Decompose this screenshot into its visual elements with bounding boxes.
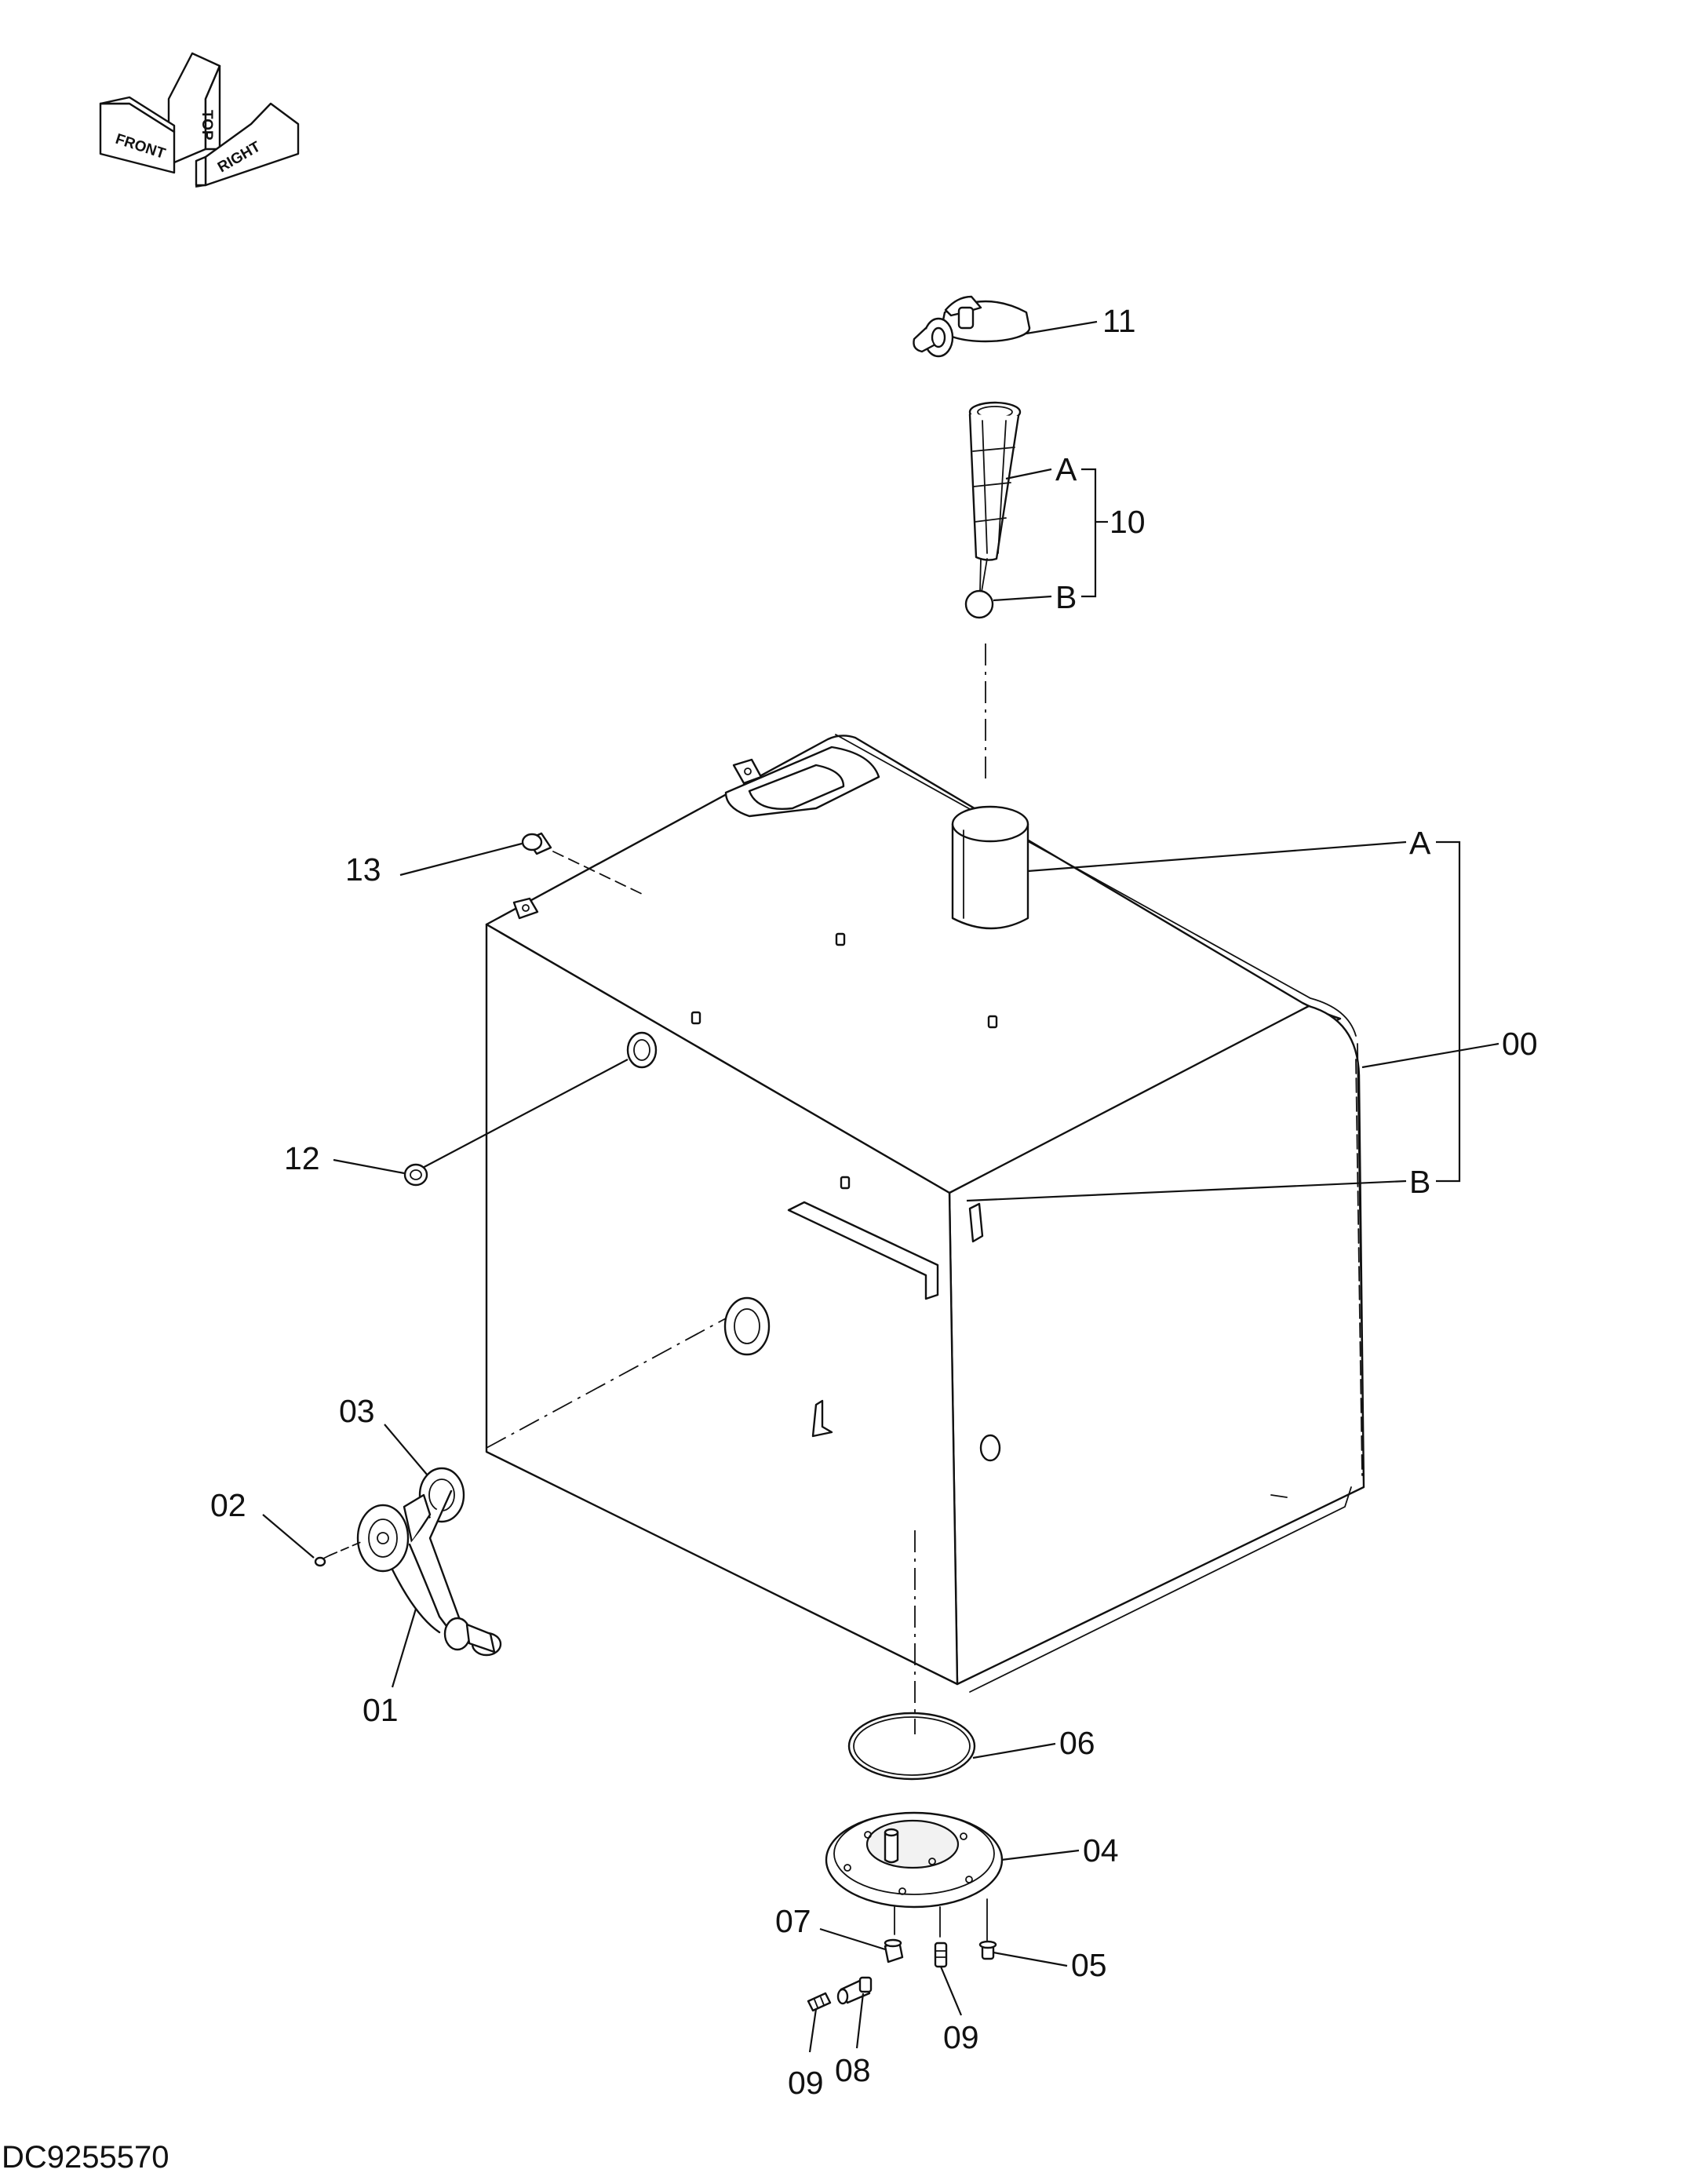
top-label: TOP [199, 110, 215, 140]
float [964, 558, 994, 619]
callout-tank-a: A [1409, 825, 1431, 861]
callout-10: 10 [1110, 504, 1146, 540]
callout-strainer-a: A [1055, 451, 1077, 487]
callout-strainer-b: B [1055, 579, 1077, 615]
plug-13 [521, 832, 552, 855]
callout-06: 06 [1059, 1725, 1095, 1761]
level-sensor [356, 1489, 502, 1657]
bolt-05 [978, 1940, 997, 1960]
adapter-09-left [807, 1992, 832, 2012]
orientation-arrows-icon: FRONT TOP RIGHT [99, 52, 300, 188]
callout-08: 08 [835, 2052, 871, 2088]
callout-02: 02 [210, 1487, 246, 1523]
callout-09-left: 09 [788, 2065, 824, 2101]
bottom-cover [825, 1811, 1004, 1943]
screw-02 [314, 1555, 330, 1567]
plug-12 [403, 1163, 428, 1187]
callout-11: 11 [1102, 303, 1136, 339]
elbow-07 [884, 1938, 904, 1963]
callout-07: 07 [775, 1903, 811, 1939]
callout-13: 13 [345, 851, 381, 888]
leader-lines [262, 320, 1499, 2053]
tee-08 [836, 1976, 873, 2005]
flange-gasket [418, 1467, 465, 1523]
callout-tank-b: B [1409, 1164, 1430, 1200]
callout-12: 12 [284, 1140, 320, 1176]
callout-01: 01 [363, 1692, 399, 1728]
callout-05: 05 [1071, 1947, 1107, 1983]
callout-04: 04 [1083, 1832, 1119, 1869]
o-ring [847, 1712, 976, 1781]
filler-cap [913, 295, 1031, 358]
callout-00: 00 [1502, 1026, 1538, 1062]
strainer [968, 401, 1022, 597]
adapter-09-right [934, 1942, 948, 1968]
callout-09-right: 09 [943, 2019, 979, 2055]
hydraulic-tank [485, 734, 1365, 1693]
drawing-code: DC9255570 [2, 2140, 169, 2175]
callout-03: 03 [339, 1393, 375, 1429]
